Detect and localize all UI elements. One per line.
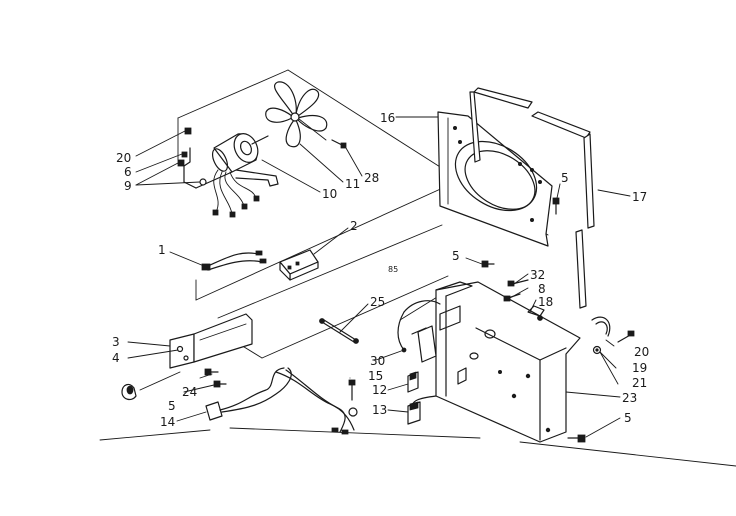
callout-labels: 20 6 9 10 11 28 16 17 5 5 2 1 32 8 18 25… [112,111,649,429]
lock-washer-icon [177,159,185,167]
callout-6: 6 [124,165,132,179]
callout-21: 21 [632,376,647,390]
callout-2: 2 [350,219,358,233]
fan-shroud [437,111,553,247]
clamp-hardware [591,316,635,355]
callout-24: 24 [182,385,197,399]
control-panel-base [411,281,581,443]
leader-lines [127,116,631,438]
callout-5-upper: 5 [561,171,569,185]
mount-nut [181,151,188,158]
callout-23: 23 [622,391,637,405]
wire-lead [201,250,267,271]
motor-leads [212,169,260,218]
washer-icon [199,178,207,186]
callout-30: 30 [370,354,385,368]
callout-8: 8 [538,282,546,296]
control-bracket [169,313,253,369]
callout-16: 16 [380,111,395,125]
callout-5-bottom: 5 [624,411,632,425]
callout-5-lower: 5 [168,399,176,413]
callout-18: 18 [538,295,553,309]
callout-15: 15 [368,369,383,383]
callout-20-right: 20 [634,345,649,359]
capacitor-relay [397,300,461,363]
screw-head-icon [481,260,489,268]
callout-11: 11 [345,177,360,191]
callout-32: 32 [530,268,545,282]
strap-25 [319,318,359,344]
callout-28: 28 [364,171,379,185]
mount-screw [184,127,192,135]
power-cord [205,367,358,435]
callout-1: 1 [158,243,166,257]
callout-5-shroud: 5 [452,249,460,263]
callout-13: 13 [372,403,387,417]
callout-25: 25 [370,295,385,309]
clip-28 [331,139,347,149]
callout-20: 20 [116,151,131,165]
fan-blade [265,81,328,148]
fan-motor [211,133,269,173]
control-switch [279,249,319,281]
callout-14: 14 [160,415,175,429]
callout-17: 17 [632,190,647,204]
switch-13 [407,401,421,425]
callout-10: 10 [322,187,337,201]
screw-24 [204,368,227,388]
callout-4: 4 [112,351,120,365]
screw-15 [348,379,356,401]
callout-19: 19 [632,361,647,375]
control-knob [121,383,137,401]
switch-12 [407,371,419,393]
hardware-32-8-18 [503,279,545,321]
diagram-code: 85 [388,265,398,274]
screw-head-icon [552,197,560,205]
callout-3: 3 [112,335,120,349]
screw-head-icon [577,434,586,443]
gasket-strips [469,87,595,309]
callout-12: 12 [372,383,387,397]
callout-9: 9 [124,179,132,193]
